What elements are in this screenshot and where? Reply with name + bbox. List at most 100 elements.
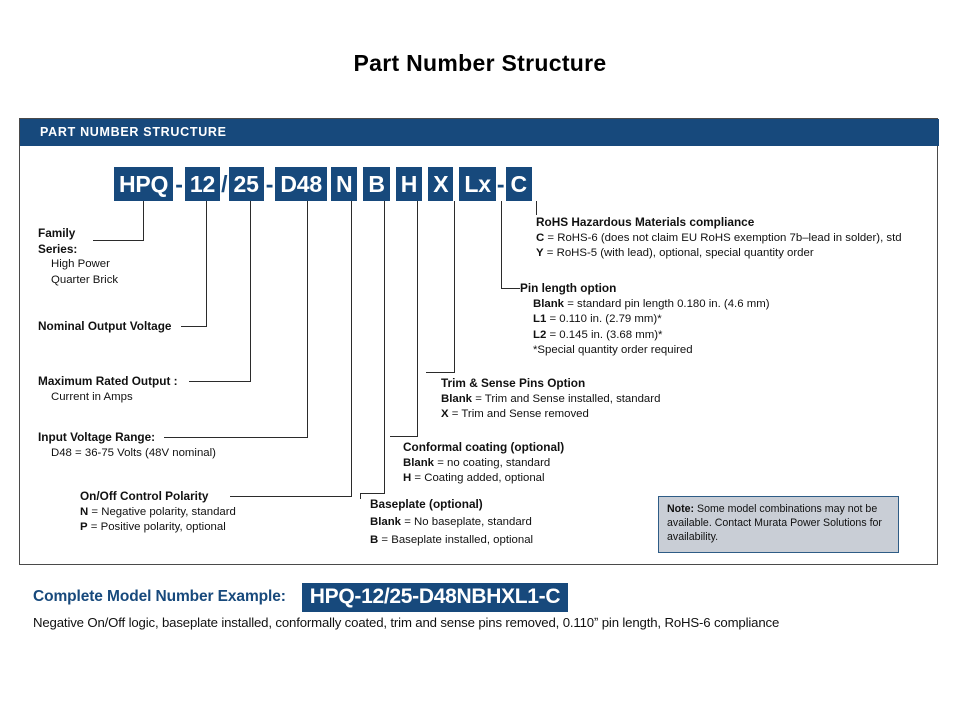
conformal-coating-option-blank-key: Blank bbox=[403, 456, 435, 469]
baseplate-option-b: B = Baseplate installed, optional bbox=[370, 533, 533, 549]
note-text: Some model combinations may not be avail… bbox=[667, 503, 882, 543]
annotation-maximum-rated-output: Maximum Rated Output : Current in Amps bbox=[38, 374, 178, 405]
annotation-nominal-output-voltage: Nominal Output Voltage bbox=[38, 319, 171, 335]
onoff-polarity-option-n-key: N bbox=[80, 505, 89, 518]
baseplate-option-b-key: B bbox=[370, 534, 379, 546]
onoff-polarity-option-n-text: = Negative polarity, standard bbox=[88, 505, 236, 518]
leader-line-nominal-voltage-vertical bbox=[206, 201, 207, 326]
rohs-option-c-key: C bbox=[536, 231, 545, 244]
pin-length-option-l1-text: = 0.110 in. (2.79 mm)* bbox=[546, 313, 662, 325]
annotation-rohs: RoHS Hazardous Materials compliance C = … bbox=[536, 215, 902, 262]
code-segment-pin-length: Lx bbox=[459, 167, 496, 201]
annotation-pin-length: Pin length option Blank = standard pin l… bbox=[520, 281, 770, 359]
pin-length-option-l2-text: = 0.145 in. (3.68 mm)* bbox=[546, 328, 663, 341]
conformal-coating-option-h: H = Coating added, optional bbox=[403, 471, 564, 487]
pin-length-option-blank-key: Blank bbox=[533, 297, 565, 310]
part-number-structure-panel: PART NUMBER STRUCTURE HPQ - 12 / 25 - D4… bbox=[19, 118, 939, 565]
leader-line-rohs-vertical bbox=[536, 201, 537, 215]
trim-sense-heading: Trim & Sense Pins Option bbox=[441, 376, 586, 390]
pin-length-option-blank-text: = standard pin length 0.180 in. (4.6 mm) bbox=[564, 297, 770, 310]
onoff-polarity-option-p-text: = Positive polarity, optional bbox=[87, 521, 226, 533]
input-voltage-range-detail-1: D48 = 36-75 Volts (48V nominal) bbox=[51, 446, 216, 459]
baseplate-option-b-text: = Baseplate installed, optional bbox=[378, 534, 534, 546]
onoff-polarity-heading: On/Off Control Polarity bbox=[80, 489, 209, 503]
annotation-conformal-coating: Conformal coating (optional) Blank = no … bbox=[403, 440, 564, 487]
baseplate-option-blank-key: Blank bbox=[370, 515, 402, 528]
page-title: Part Number Structure bbox=[353, 50, 607, 76]
onoff-polarity-option-n: N = Negative polarity, standard bbox=[80, 505, 236, 521]
annotation-input-voltage-range: Input Voltage Range: D48 = 36-75 Volts (… bbox=[38, 430, 216, 461]
leader-line-max-output-horizontal bbox=[189, 381, 251, 382]
code-segment-polarity: N bbox=[330, 167, 358, 201]
baseplate-heading: Baseplate (optional) bbox=[370, 497, 483, 511]
code-segment-rohs: C bbox=[505, 167, 532, 201]
trim-sense-option-x-text: = Trim and Sense removed bbox=[448, 408, 589, 420]
panel-header-bar: PART NUMBER STRUCTURE bbox=[20, 119, 939, 146]
leader-line-max-output-vertical bbox=[250, 201, 251, 381]
leader-line-polarity-horizontal bbox=[230, 496, 352, 497]
pin-length-footnote: *Special quantity order required bbox=[533, 344, 693, 356]
leader-line-coating-vertical bbox=[417, 201, 418, 436]
code-segment-baseplate: B bbox=[363, 167, 390, 201]
rohs-option-c-text: = RoHS-6 (does not claim EU RoHS exempti… bbox=[544, 231, 902, 244]
annotation-onoff-control-polarity: On/Off Control Polarity N = Negative pol… bbox=[80, 489, 236, 536]
leader-line-trim-sense-vertical bbox=[454, 201, 455, 372]
pin-length-option-l1: L1 = 0.110 in. (2.79 mm)* bbox=[520, 312, 770, 328]
leader-line-polarity-vertical bbox=[351, 201, 352, 496]
annotation-baseplate: Baseplate (optional) Blank = No baseplat… bbox=[370, 497, 533, 549]
leader-line-trim-sense-horizontal bbox=[426, 372, 455, 373]
leader-line-baseplate-vertical-2 bbox=[360, 493, 361, 499]
rohs-option-c: C = RoHS-6 (does not claim EU RoHS exemp… bbox=[536, 231, 902, 247]
code-segment-input-range: D48 bbox=[275, 167, 327, 201]
baseplate-option-blank: Blank = No baseplate, standard bbox=[370, 515, 533, 531]
conformal-coating-option-blank-text: = no coating, standard bbox=[434, 456, 551, 469]
trim-sense-option-x-key: X bbox=[441, 408, 449, 420]
conformal-coating-heading: Conformal coating (optional) bbox=[403, 440, 565, 454]
note-label: Note: bbox=[667, 503, 695, 515]
code-separator-slash: / bbox=[221, 171, 228, 197]
leader-line-input-range-vertical bbox=[307, 201, 308, 437]
code-segment-coating: H bbox=[395, 167, 423, 201]
part-number-code-row: HPQ - 12 / 25 - D48 N B H X Lx - C bbox=[114, 167, 532, 201]
input-voltage-range-heading: Input Voltage Range: bbox=[38, 430, 156, 444]
leader-line-pin-length-horizontal bbox=[501, 288, 520, 289]
leader-line-baseplate-horizontal bbox=[360, 493, 385, 494]
onoff-polarity-option-p: P = Positive polarity, optional bbox=[80, 520, 236, 536]
code-separator-dash-1: - bbox=[175, 171, 183, 197]
pin-length-option-blank: Blank = standard pin length 0.180 in. (4… bbox=[520, 297, 770, 313]
availability-note-box: Note: Some model combinations may not be… bbox=[658, 496, 899, 553]
nominal-output-voltage-heading: Nominal Output Voltage bbox=[38, 319, 172, 333]
code-segment-output-voltage: 12 bbox=[184, 167, 221, 201]
rohs-option-y-key: Y bbox=[536, 247, 544, 259]
code-separator-dash-2: - bbox=[265, 171, 274, 197]
annotation-trim-and-sense: Trim & Sense Pins Option Blank = Trim an… bbox=[441, 376, 660, 423]
leader-line-input-range-horizontal bbox=[164, 437, 308, 438]
trim-sense-option-x: X = Trim and Sense removed bbox=[441, 407, 660, 423]
pin-length-option-l2: L2 = 0.145 in. (3.68 mm)* bbox=[520, 328, 770, 344]
baseplate-option-blank-text: = No baseplate, standard bbox=[401, 515, 532, 528]
pin-length-option-l1-key: L1 bbox=[533, 313, 547, 325]
complete-model-example-label: Complete Model Number Example: bbox=[33, 588, 286, 605]
family-series-detail-1: High Power bbox=[51, 258, 110, 270]
annotation-family-series: Family Series: High Power Quarter Brick bbox=[38, 226, 118, 288]
trim-sense-option-blank-text: = Trim and Sense installed, standard bbox=[472, 392, 661, 405]
rohs-option-y: Y = RoHS-5 (with lead), optional, specia… bbox=[536, 246, 902, 262]
leader-line-family-vertical bbox=[143, 201, 144, 240]
pin-length-option-l2-key: L2 bbox=[533, 328, 547, 341]
code-segment-trim-sense: X bbox=[428, 167, 454, 201]
conformal-coating-option-h-text: = Coating added, optional bbox=[411, 472, 545, 484]
complete-model-example-row: Complete Model Number Example: HPQ-12/25… bbox=[33, 582, 569, 612]
family-series-heading-line1: Family bbox=[38, 226, 76, 240]
complete-model-example-description: Negative On/Off logic, baseplate install… bbox=[33, 615, 780, 630]
leader-line-baseplate-vertical bbox=[384, 201, 385, 493]
rohs-option-y-text: = RoHS-5 (with lead), optional, special … bbox=[543, 247, 814, 259]
code-segment-max-current: 25 bbox=[228, 167, 264, 201]
maximum-rated-output-heading: Maximum Rated Output : bbox=[38, 374, 178, 388]
trim-sense-option-blank: Blank = Trim and Sense installed, standa… bbox=[441, 392, 660, 408]
family-series-heading-line2: Series: bbox=[38, 241, 78, 256]
maximum-rated-output-detail-1: Current in Amps bbox=[51, 390, 133, 403]
rohs-heading: RoHS Hazardous Materials compliance bbox=[536, 215, 755, 229]
code-separator-dash-3: - bbox=[496, 171, 505, 197]
leader-line-nominal-voltage-horizontal bbox=[181, 326, 207, 327]
conformal-coating-option-h-key: H bbox=[403, 472, 412, 484]
